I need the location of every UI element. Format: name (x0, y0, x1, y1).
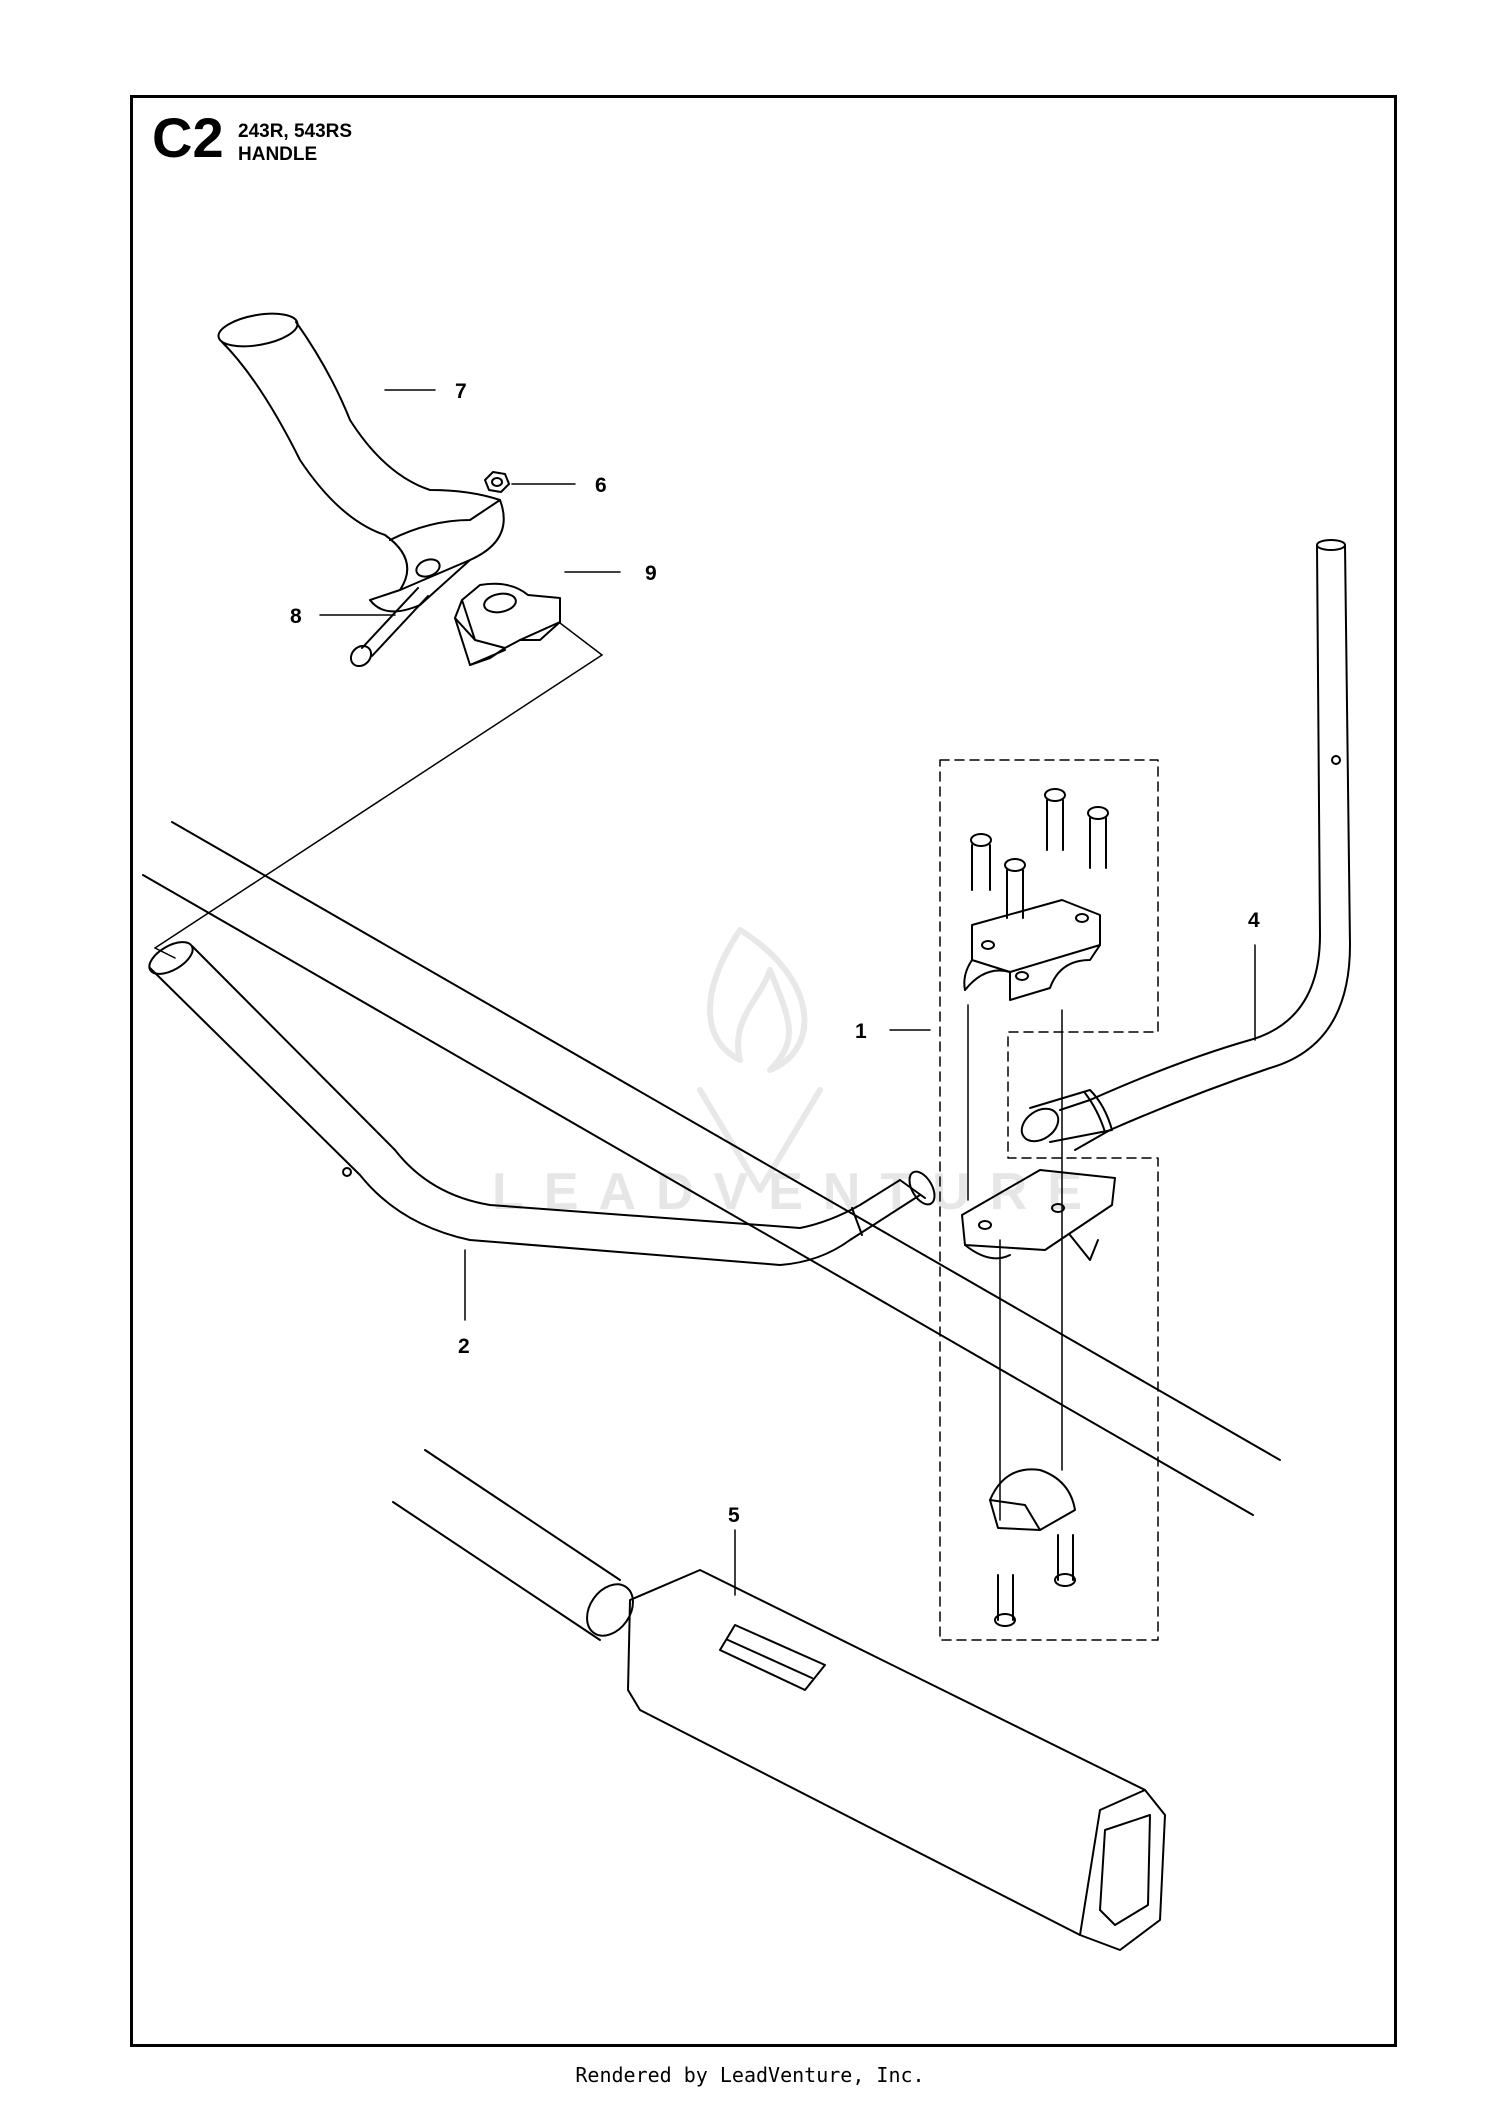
callout-2: 2 (458, 1335, 470, 1358)
leader-lines (319, 389, 1256, 1596)
model-numbers: 243R, 543RS (238, 121, 353, 142)
watermark-text: LEADVENTURE (492, 1163, 1103, 1221)
handle-tube-part-4 (1020, 539, 1351, 1151)
callout-9: 9 (645, 562, 657, 585)
shaft-outline (142, 821, 1281, 1516)
footer-credit: Rendered by LeadVenture, Inc. (575, 2063, 925, 2087)
callout-4: 4 (1248, 909, 1260, 932)
nut-part-6 (484, 471, 510, 493)
grip-part-7 (217, 312, 505, 613)
handlebar-part-2 (148, 941, 936, 1266)
callout-5: 5 (728, 1504, 740, 1527)
clamp-group-box (939, 759, 1159, 1641)
watermark-logo (697, 927, 823, 1193)
diagram-title: HANDLE (238, 144, 318, 165)
callout-1: 1 (855, 1020, 867, 1043)
clamp-part-9 (454, 582, 561, 666)
drawing-frame (130, 95, 1397, 2047)
clamp-bottom (989, 1468, 1076, 1627)
shaft-housing-part-5 (392, 1449, 1166, 1951)
callout-6: 6 (595, 474, 607, 497)
clamp-middle (961, 1169, 1116, 1261)
assembly-guide-lines (154, 622, 1063, 1521)
clamp-upper-part-1 (963, 788, 1109, 1001)
bolt-part-8 (349, 587, 429, 668)
callout-8: 8 (290, 605, 302, 628)
callout-7: 7 (455, 380, 467, 403)
diagram-code: C2 (152, 106, 224, 169)
